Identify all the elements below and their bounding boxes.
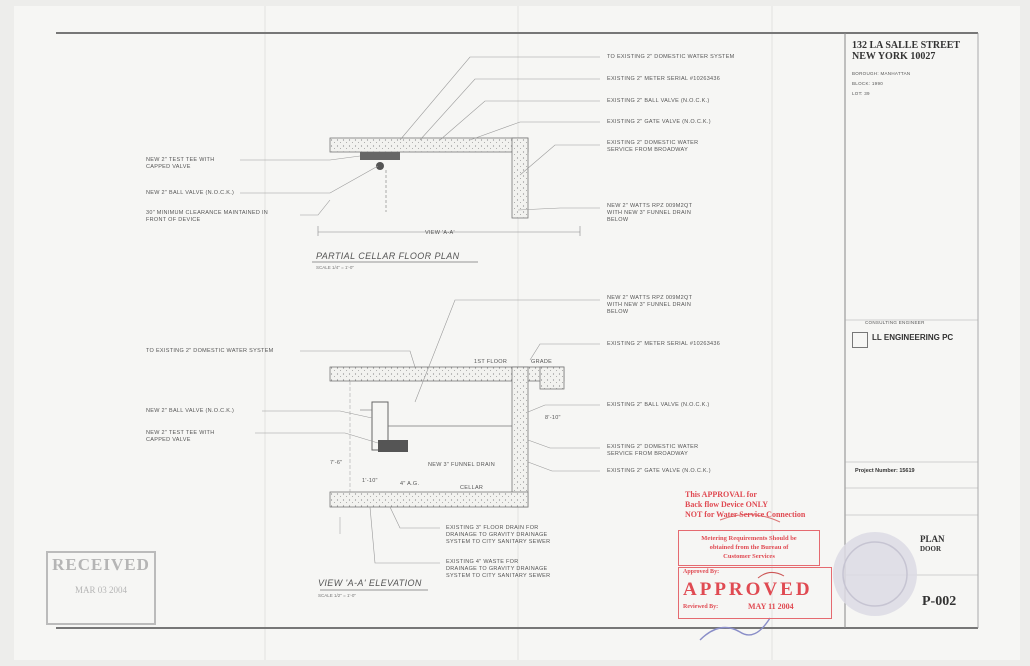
approved-stamp [678,567,832,619]
fold-line [771,6,773,660]
fold-line [517,6,519,660]
plan-note: EXISTING 2" BALL VALVE (N.O.C.K.) [607,98,710,104]
received-stamp-date: MAR 03 2004 [74,585,127,595]
dimension-label: 4" A.G. [400,481,420,487]
approval-note: NOT for Water Service Connection [685,510,806,519]
first-floor-label: 1ST FLOOR [474,359,508,365]
approval-note: Back flow Device ONLY [685,500,769,509]
grade-label: GRADE [531,359,553,365]
elevation-note: NEW 2" TEST TEE WITH CAPPED VALVE [146,430,215,443]
elevation-scale: SCALE 1/2" = 1'-0" [318,593,356,598]
project-number: Project Number: 15619 [855,468,915,474]
address-line-2: NEW YORK 10027 [852,51,936,62]
received-stamp: RECEIVED [52,555,150,574]
plan-note: TO EXISTING 2" DOMESTIC WATER SYSTEM [607,54,735,60]
plan-scale: SCALE 1/4" = 1'-0" [316,265,354,270]
drawing-title: PLAN [920,534,945,544]
firm-logo-icon [852,332,868,348]
elevation-note: TO EXISTING 2" DOMESTIC WATER SYSTEM [146,348,274,354]
firm-name: LL ENGINEERING PC [872,333,954,342]
dimension-label: 8'-10" [545,415,561,421]
block: BLOCK: 1990 [852,81,884,86]
review-date: MAY 11 2004 [748,602,794,611]
elevation-note: EXISTING 2" BALL VALVE (N.O.C.K.) [607,402,710,408]
metering-requirements-text: Metering Requirements Should be obtained… [701,535,797,560]
approved-by-label: Approved By: [683,569,720,575]
approved-word: APPROVED [683,579,813,600]
elevation-note: EXISTING 2" METER SERIAL #10263436 [607,341,721,347]
plan-note: EXISTING 2" DOMESTIC WATER SERVICE FROM … [607,140,699,153]
elevation-note: EXISTING 4" WASTE FOR DRAINAGE TO GRAVIT… [446,559,551,579]
dimension-label: 7'-6" [330,460,343,466]
elevation-note: NEW 2" WATTS RPZ 009M2QT WITH NEW 3" FUN… [607,295,693,315]
elevation-note: NEW 2" BALL VALVE (N.O.C.K.) [146,408,235,414]
plan-note: NEW 2" WATTS RPZ 009M2QT WITH NEW 3" FUN… [607,203,693,223]
drawing-title: DOOR [920,545,941,553]
approval-note: This APPROVAL for [685,490,757,499]
plan-note: EXISTING 2" GATE VALVE (N.O.C.K.) [607,119,711,125]
plan-title: PARTIAL CELLAR FLOOR PLAN [316,251,460,261]
elevation-note: EXISTING 3" FLOOR DRAIN FOR DRAINAGE TO … [446,525,551,545]
dimension-label: 1'-10" [362,478,378,484]
plan-note: NEW 2" TEST TEE WITH CAPPED VALVE [146,157,215,170]
fold-line [264,6,266,660]
plan-note: 30" MINIMUM CLEARANCE MAINTAINED IN FRON… [146,210,269,223]
funnel-drain-label: NEW 3" FUNNEL DRAIN [428,462,496,468]
plan-note: NEW 2" BALL VALVE (N.O.C.K.) [146,190,235,196]
metering-requirements-box: Metering Requirements Should be obtained… [678,530,820,566]
cellar-label: CELLAR [460,485,484,491]
reviewed-by-label: Reviewed By: [683,604,719,610]
elevation-note: EXISTING 2" GATE VALVE (N.O.C.K.) [607,468,711,474]
address-line-1: 132 LA SALLE STREET [852,40,961,51]
lot: LOT: 39 [852,91,870,96]
elevation-note: EXISTING 2" DOMESTIC WATER SERVICE FROM … [607,444,699,457]
consulting-engineer-label: CONSULTING ENGINEER [865,320,925,325]
borough: BOROUGH: MANHATTAN [852,71,911,76]
sheet-number: P-002 [922,594,957,609]
view-tag: VIEW 'A-A' [425,230,455,236]
elevation-title: VIEW 'A-A' ELEVATION [318,578,422,588]
plan-note: EXISTING 2" METER SERIAL #10263436 [607,76,721,82]
